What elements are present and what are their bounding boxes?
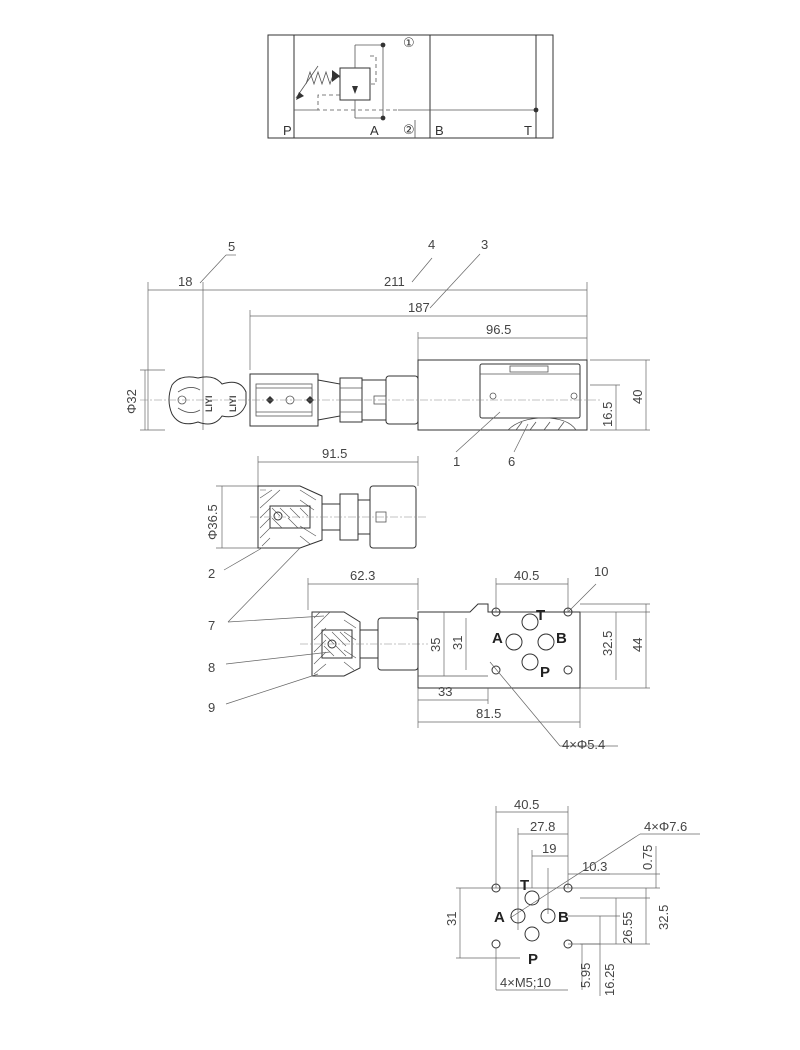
leader-7: 7 bbox=[208, 618, 215, 633]
dim-4x-phi5-4: 4×Φ5.4 bbox=[562, 737, 605, 752]
dim-10-3: 10.3 bbox=[582, 859, 607, 874]
mount-port-p: P bbox=[528, 951, 538, 968]
schematic-mark-2: ② bbox=[403, 122, 415, 137]
dim-31: 31 bbox=[450, 636, 465, 650]
face-port-a: A bbox=[492, 630, 503, 647]
face-port-p: P bbox=[540, 664, 550, 681]
dim-32-5-mount: 32.5 bbox=[656, 905, 671, 930]
dim-40-5-face: 40.5 bbox=[514, 568, 539, 583]
dim-211: 211 bbox=[384, 274, 405, 289]
brand-logo-right: LIYI bbox=[228, 395, 238, 412]
leader-2: 2 bbox=[208, 566, 215, 581]
leader-6: 6 bbox=[508, 454, 515, 469]
mount-port-t: T bbox=[520, 877, 529, 894]
leader-8: 8 bbox=[208, 660, 215, 675]
leader-5: 5 bbox=[228, 239, 235, 254]
face-port-b: B bbox=[556, 630, 567, 647]
side-view: 18 211 187 96.5 5 4 3 Φ32 LIYI LIYI bbox=[124, 237, 650, 469]
hydraulic-schematic: P A B T ① ② bbox=[267, 34, 554, 139]
dim-81-5: 81.5 bbox=[476, 706, 501, 721]
leader-4: 4 bbox=[428, 237, 435, 252]
schematic-port-a: A bbox=[370, 123, 379, 138]
dim-96-5: 96.5 bbox=[486, 322, 511, 337]
dim-4x-m5-10: 4×M5;10 bbox=[500, 975, 551, 990]
dim-44: 44 bbox=[630, 638, 645, 652]
dim-16-5: 16.5 bbox=[600, 402, 615, 427]
mounting-pattern-view: 40.5 27.8 19 10.3 4×Φ7.6 0.75 31 T A bbox=[444, 797, 700, 996]
leader-9: 9 bbox=[208, 700, 215, 715]
dim-62-3: 62.3 bbox=[350, 568, 375, 583]
section-view-top: 91.5 Φ36.5 2 bbox=[205, 446, 428, 581]
dim-91-5: 91.5 bbox=[322, 446, 347, 461]
dim-4x-phi7-6: 4×Φ7.6 bbox=[644, 819, 687, 834]
dim-187: 187 bbox=[408, 300, 430, 315]
dim-35: 35 bbox=[428, 638, 443, 652]
mount-port-b: B bbox=[558, 909, 569, 926]
dim-40-5-mount: 40.5 bbox=[514, 797, 539, 812]
brand-logo-left: LIYI bbox=[204, 395, 214, 412]
dim-phi36-5: Φ36.5 bbox=[205, 504, 220, 540]
dim-0-75: 0.75 bbox=[640, 845, 655, 870]
dim-26-55: 26.55 bbox=[620, 911, 635, 944]
leader-1: 1 bbox=[453, 454, 460, 469]
dim-32-5-face: 32.5 bbox=[600, 631, 615, 656]
leader-10: 10 bbox=[594, 564, 608, 579]
face-port-t: T bbox=[536, 607, 545, 624]
section-view-mid: 62.3 7 8 9 35 31 33 81.5 bbox=[208, 547, 581, 728]
schematic-mark-1: ① bbox=[403, 35, 415, 50]
dim-40: 40 bbox=[630, 390, 645, 404]
dim-phi32: Φ32 bbox=[124, 389, 139, 414]
dim-27-8: 27.8 bbox=[530, 819, 555, 834]
leader-3: 3 bbox=[481, 237, 488, 252]
dim-33: 33 bbox=[438, 684, 452, 699]
dim-31-mount: 31 bbox=[444, 912, 459, 926]
schematic-port-t: T bbox=[524, 123, 532, 138]
schematic-port-p: P bbox=[283, 123, 292, 138]
dim-16-25: 16.25 bbox=[602, 963, 617, 996]
mount-port-a: A bbox=[494, 909, 505, 926]
schematic-port-b: B bbox=[435, 123, 444, 138]
port-face-view: 40.5 10 T A B P 32.5 44 4×Φ5.4 bbox=[489, 564, 650, 752]
dim-18: 18 bbox=[178, 274, 192, 289]
dim-19: 19 bbox=[542, 841, 556, 856]
dim-5-95: 5.95 bbox=[578, 963, 593, 988]
